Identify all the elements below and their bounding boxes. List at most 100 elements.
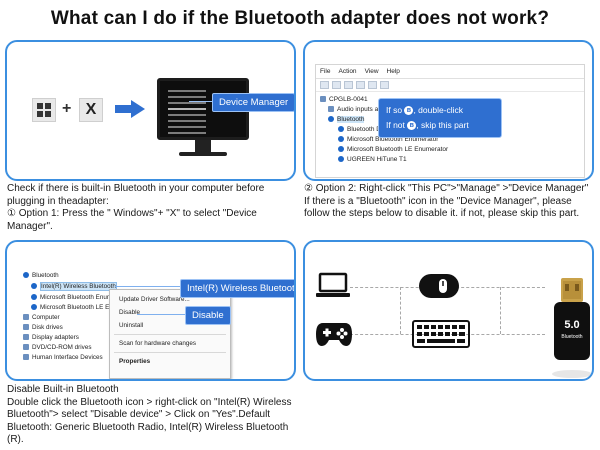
tree-row-label: Microsoft Bluetooth Enumerator: [347, 135, 439, 143]
bluetooth-icon: [328, 116, 334, 122]
tree-row-disk[interactable]: Disk drives: [17, 322, 287, 332]
tree-row-ms-enum[interactable]: Microsoft Bluetooth Enumerator: [17, 292, 287, 302]
caption-option-1-text: Check if there is built-in Bluetooth in …: [7, 183, 265, 232]
bluetooth-icon: [31, 304, 37, 310]
mouse-icon: [417, 272, 461, 305]
context-menu: Update Driver Software... Disable Uninst…: [109, 289, 231, 379]
speaker-icon: [328, 106, 334, 112]
monitor-base: [179, 152, 227, 156]
dongle-label-text: Bluetooth: [561, 334, 582, 340]
caption-option-1: Check if there is built-in Bluetooth in …: [7, 183, 299, 233]
menu-file[interactable]: File: [320, 68, 331, 75]
bluetooth-icon: ʙ: [404, 106, 414, 116]
bluetooth-icon: [31, 294, 37, 300]
scan-icon[interactable]: [368, 81, 377, 89]
windows-key-icon: [32, 98, 56, 122]
dongle-version-text: 5.0: [564, 319, 579, 331]
tree-row-ms-le-enum[interactable]: Microsoft Bluetooth LE Enumerator: [17, 302, 287, 312]
bluetooth-dongle-icon: 5.0 Bluetooth: [548, 276, 592, 379]
tree-row-bluetooth[interactable]: Bluetooth: [320, 114, 580, 124]
tooltip-text: If so: [386, 105, 403, 115]
tree-row-audio[interactable]: Audio inputs and outputs: [320, 104, 580, 114]
laptop-icon: [315, 272, 351, 305]
monitor-small-icon[interactable]: [380, 81, 389, 89]
menu-bar: File Action View Help: [316, 65, 584, 79]
bluetooth-icon: [23, 272, 29, 278]
monitor-stand: [195, 140, 211, 152]
callout-line: [189, 101, 212, 102]
tree-row-dvd[interactable]: DVD/CD-ROM drives: [17, 342, 287, 352]
properties-icon[interactable]: [344, 81, 353, 89]
menu-help[interactable]: Help: [386, 68, 400, 75]
display-icon: [23, 334, 29, 340]
tree-row-label: Display adapters: [32, 333, 79, 341]
forward-icon[interactable]: [332, 81, 341, 89]
tree-row-label: Bluetooth: [337, 115, 365, 123]
tree-row-label: Bluetooth: [32, 271, 59, 279]
tree-row-label: Microsoft Bluetooth Enumerator: [40, 293, 129, 301]
intel-bluetooth-badge: Intel(R) Wireless Bluetooth: [180, 279, 294, 298]
tree-row-display[interactable]: Display adapters: [17, 332, 287, 342]
tree-row-label: DVD/CD-ROM drives: [32, 343, 92, 351]
help-icon[interactable]: [356, 81, 365, 89]
bluetooth-icon: [338, 126, 344, 132]
caption-heading: Disable Built-in Bluetooth: [7, 384, 119, 395]
menu-separator: [114, 334, 226, 335]
tree-row-computer[interactable]: Computer: [17, 312, 287, 322]
bluetooth-icon: [338, 136, 344, 142]
connector-line: [400, 287, 401, 334]
tooltip-text: If not: [386, 120, 405, 130]
tree-row-hid[interactable]: Human Interface Devices: [17, 352, 287, 362]
panel-device-manager: File Action View Help CPGLB-0041 Audio i…: [303, 40, 594, 181]
device-tree: Bluetooth Intel(R) Wireless Bluetooth Mi…: [17, 270, 287, 378]
menu-uninstall[interactable]: Uninstall: [119, 322, 144, 329]
dvd-icon: [23, 344, 29, 350]
tree-row-label: Human Interface Devices: [32, 353, 103, 361]
tree-row-label: Audio inputs and outputs: [337, 105, 409, 113]
tree-root-label: CPGLB-0041: [329, 95, 368, 103]
tooltip-text: , double-click: [413, 105, 464, 115]
connector-line: [500, 287, 501, 334]
device-manager-label: Device Manager: [212, 93, 294, 112]
panel-disable-bluetooth: Bluetooth Intel(R) Wireless Bluetooth Mi…: [5, 240, 296, 381]
tree-row-label: Computer: [32, 313, 60, 321]
disable-badge: Disable: [185, 306, 231, 325]
toolbar: [316, 79, 584, 92]
menu-update-driver[interactable]: Update Driver Software...: [119, 296, 190, 303]
caption-body: Double click the Bluetooth icon > right-…: [7, 396, 292, 446]
caption-option-2: ② Option 2: Right-click "This PC">"Manag…: [304, 183, 589, 219]
menu-disable[interactable]: Disable: [119, 309, 140, 316]
menu-properties[interactable]: Properties: [119, 358, 151, 365]
callout-line: [115, 286, 180, 287]
bluetooth-instruction-tooltip: If so ʙ, double-click If not ʙ, skip thi…: [378, 98, 502, 138]
tree-row-label: Disk drives: [32, 323, 63, 331]
bluetooth-icon: [31, 283, 37, 289]
computer-icon: [23, 314, 29, 320]
hid-icon: [23, 354, 29, 360]
back-icon[interactable]: [320, 81, 329, 89]
menu-view[interactable]: View: [364, 68, 379, 75]
bluetooth-icon: ʙ: [407, 121, 417, 131]
keyboard-icon: [412, 320, 470, 353]
tree-row-bt-enum[interactable]: Microsoft Bluetooth Enumerator: [320, 134, 580, 144]
arrow-right-icon: [115, 100, 145, 123]
panel-bluetooth-devices: 5.0 Bluetooth: [303, 240, 594, 381]
quick-link-menu: [168, 86, 206, 138]
tree-row-bluetooth[interactable]: Bluetooth: [17, 270, 287, 280]
menu-scan-hardware[interactable]: Scan for hardware changes: [119, 340, 197, 347]
bluetooth-icon: [338, 146, 344, 152]
tree-row-label: Microsoft Bluetooth LE Enumerator: [40, 303, 138, 311]
tree-row-ugreen[interactable]: UGREEN HiTune T1: [320, 154, 580, 164]
callout-line: [137, 314, 185, 315]
tooltip-text: , skip this part: [416, 120, 469, 130]
tree-root[interactable]: CPGLB-0041: [320, 94, 580, 104]
panel-keyboard-shortcut: + X Device Manager: [5, 40, 296, 181]
plus-sign: +: [62, 100, 72, 117]
tree-row-bt-le-enum[interactable]: Microsoft Bluetooth LE Enumerator: [320, 144, 580, 154]
menu-action[interactable]: Action: [338, 68, 357, 75]
x-key: X: [79, 98, 103, 122]
disk-icon: [23, 324, 29, 330]
bluetooth-icon: [338, 156, 344, 162]
menu-separator: [114, 352, 226, 353]
tree-row-label: Microsoft Bluetooth LE Enumerator: [347, 145, 449, 153]
